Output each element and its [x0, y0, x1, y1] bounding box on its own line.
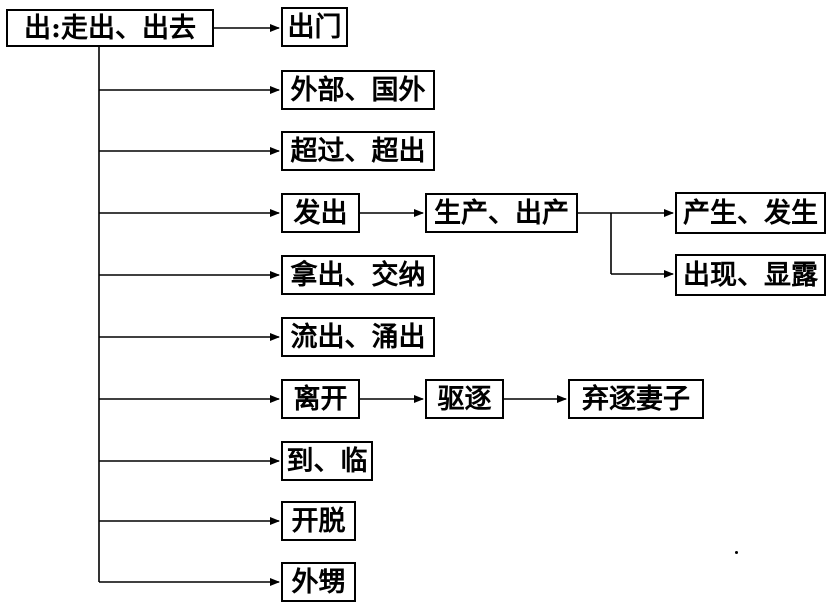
node-fachu: 发出: [281, 193, 360, 233]
node-shengchan-chuchan: 生产、出产: [425, 193, 578, 233]
root-node: 出:走出、出去: [6, 9, 214, 47]
node-likai: 离开: [281, 379, 360, 419]
node-qizhu-qizi: 弃逐妻子: [568, 379, 704, 419]
node-waisheng: 外甥: [281, 562, 356, 602]
node-chaoguo-chaochu: 超过、超出: [281, 131, 435, 171]
node-chansheng-fasheng: 产生、发生: [675, 192, 826, 234]
node-kaituo: 开脱: [281, 501, 356, 541]
node-dao-lin: 到、临: [281, 441, 373, 481]
node-chumen: 出门: [281, 7, 348, 47]
node-liuchu-yongchu: 流出、涌出: [281, 317, 435, 357]
scan-speck: [735, 551, 738, 554]
node-chuxian-xianlu: 出现、显露: [675, 254, 826, 296]
node-waibu-guowai: 外部、国外: [281, 70, 435, 110]
node-quzhu: 驱逐: [425, 379, 504, 419]
node-nachu-jiaona: 拿出、交纳: [281, 255, 435, 295]
